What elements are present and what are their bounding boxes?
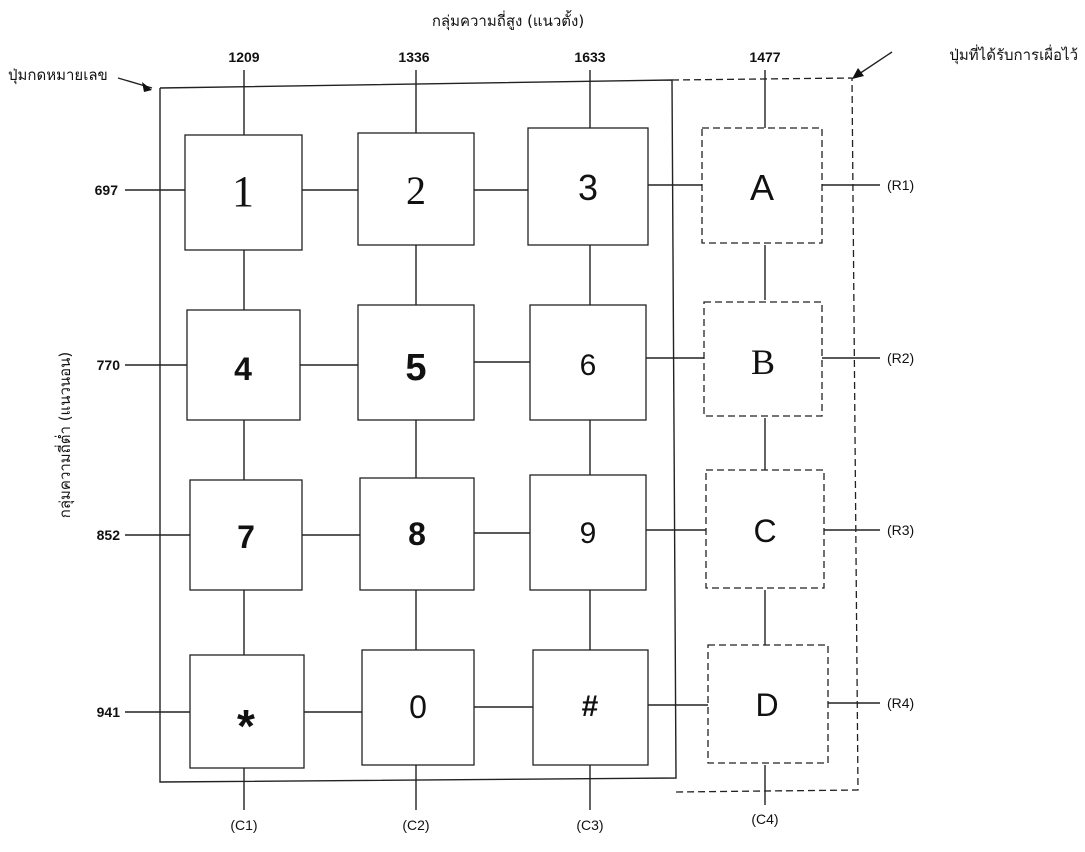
- keypad-arrowhead: [142, 82, 152, 92]
- column-1-name: (C1): [230, 817, 257, 833]
- key-8: [359, 477, 475, 591]
- key-8-label: 8: [408, 516, 426, 552]
- key-c: [705, 469, 825, 589]
- key-3: [527, 127, 649, 246]
- key-2-label: 2: [406, 168, 426, 213]
- row-1-freq: 697: [95, 182, 119, 198]
- key-9-label: 9: [580, 517, 597, 550]
- key-a-label: A: [750, 167, 774, 208]
- key-1-label: 1: [232, 167, 254, 216]
- column-2-freq: 1336: [398, 49, 429, 65]
- key-4-label: 4: [234, 351, 252, 387]
- key-2: [357, 132, 475, 246]
- column-3-freq: 1633: [574, 49, 605, 65]
- key-d-label: D: [755, 687, 778, 723]
- key-7: [189, 479, 303, 591]
- key-a: [701, 127, 823, 244]
- key-4: [186, 309, 301, 421]
- column-3-name: (C3): [576, 817, 603, 833]
- reserved-arrowhead: [852, 68, 864, 79]
- row-2-freq: 770: [97, 357, 121, 373]
- column-1-freq: 1209: [228, 49, 259, 65]
- key-1: [184, 134, 303, 251]
- column-4-freq: 1477: [749, 49, 780, 65]
- low-group-label: กลุ่มความถี่ต่ำ (แนวนอน): [54, 352, 75, 519]
- key-star-label: *: [237, 700, 255, 752]
- row-4-freq: 941: [97, 704, 121, 720]
- key-5-label: 5: [405, 347, 426, 389]
- key-3-label: 3: [578, 167, 598, 208]
- key-star: [189, 654, 305, 769]
- key-b-label: B: [751, 342, 775, 382]
- keypad-frame: [159, 79, 677, 783]
- key-c-label: C: [753, 513, 776, 549]
- reserved-arrow-line: [855, 51, 893, 77]
- key-7-label: 7: [237, 519, 255, 555]
- key-9: [529, 474, 647, 591]
- column-4-name: (C4): [751, 811, 778, 827]
- reserved-frame: [671, 77, 859, 793]
- key-hash: [532, 649, 649, 766]
- row-3-freq: 852: [97, 527, 121, 543]
- row-4-name: (R4): [887, 695, 914, 711]
- key-6: [529, 304, 647, 421]
- key-5: [357, 304, 475, 421]
- key-d: [707, 644, 829, 764]
- key-hash-label: #: [582, 690, 599, 723]
- key-0-label: 0: [409, 689, 427, 725]
- key-b: [703, 301, 823, 417]
- reserved-label: ปุ่มที่ได้รับการเผื่อไว้: [949, 44, 1078, 65]
- key-6-label: 6: [580, 349, 597, 382]
- row-2-name: (R2): [887, 350, 914, 366]
- row-1-name: (R1): [887, 177, 914, 193]
- keypad-label: ปุ่มกดหมายเลข: [8, 66, 108, 85]
- key-0: [361, 649, 475, 766]
- column-2-name: (C2): [402, 817, 429, 833]
- row-3-name: (R3): [887, 522, 914, 538]
- high-group-label: กลุ่มความถี่สูง (แนวตั้ง): [432, 10, 584, 31]
